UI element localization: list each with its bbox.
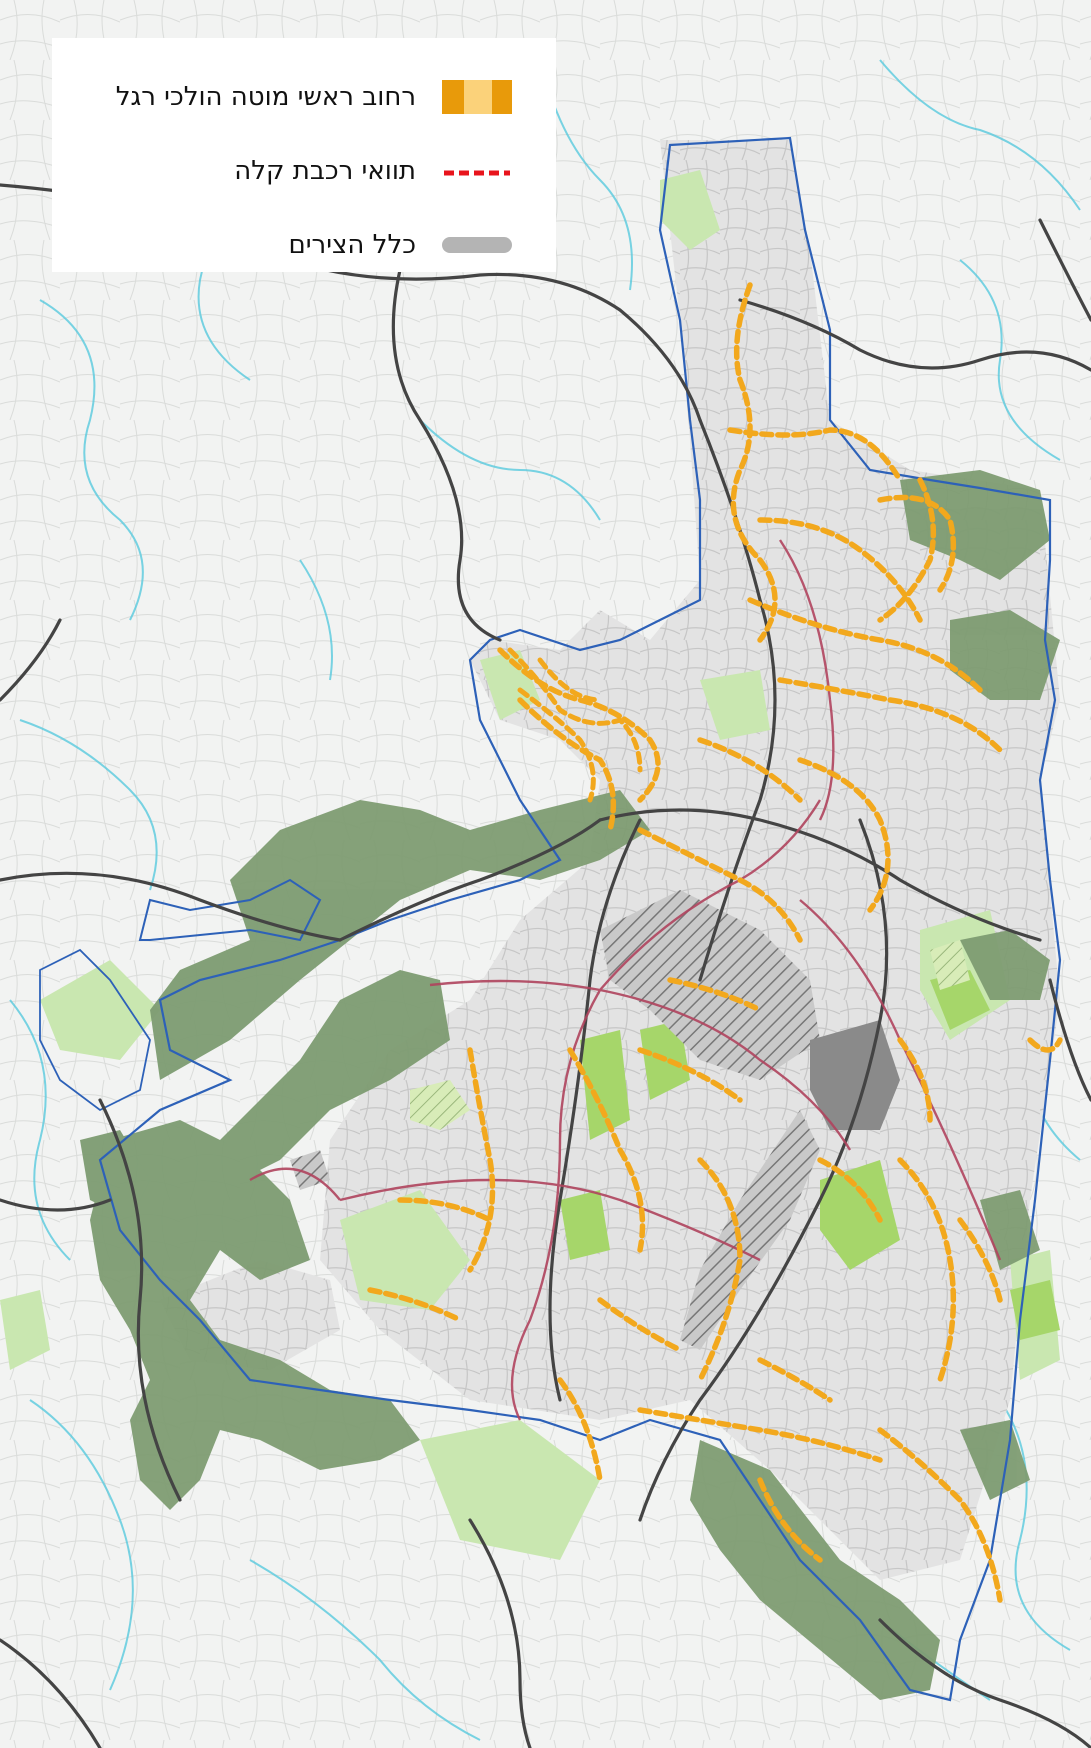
light-rail-line-icon	[440, 151, 514, 191]
legend-item-light-rail: תוואי רכבת קלה	[72, 134, 514, 208]
legend-label-all-axes: כלל הצירים	[288, 230, 416, 260]
boundary-far-west	[39, 948, 151, 1112]
boundary-west-lobe	[138, 878, 322, 942]
hatched-center-layer	[290, 890, 970, 1350]
pedestrian-streets-nw	[507, 647, 643, 803]
pedestrian-street-swatch-icon	[440, 77, 514, 117]
light-rail-layer	[249, 539, 1002, 1421]
legend-item-all-axes: כלל הצירים	[72, 208, 514, 282]
legend-item-pedestrian-street: רחוב ראשי מוטה הולכי רגל	[72, 60, 514, 134]
legend-label-pedestrian-street: רחוב ראשי מוטה הולכי רגל	[115, 82, 416, 112]
legend-label-light-rail: תוואי רכבת קלה	[234, 156, 416, 186]
pedestrian-streets-layer	[367, 282, 1063, 1603]
municipal-boundary	[98, 136, 1062, 1702]
map-legend: רחוב ראשי מוטה הולכי רגל תוואי רכבת קלה …	[52, 38, 556, 272]
all-axes-line-icon	[440, 225, 514, 265]
